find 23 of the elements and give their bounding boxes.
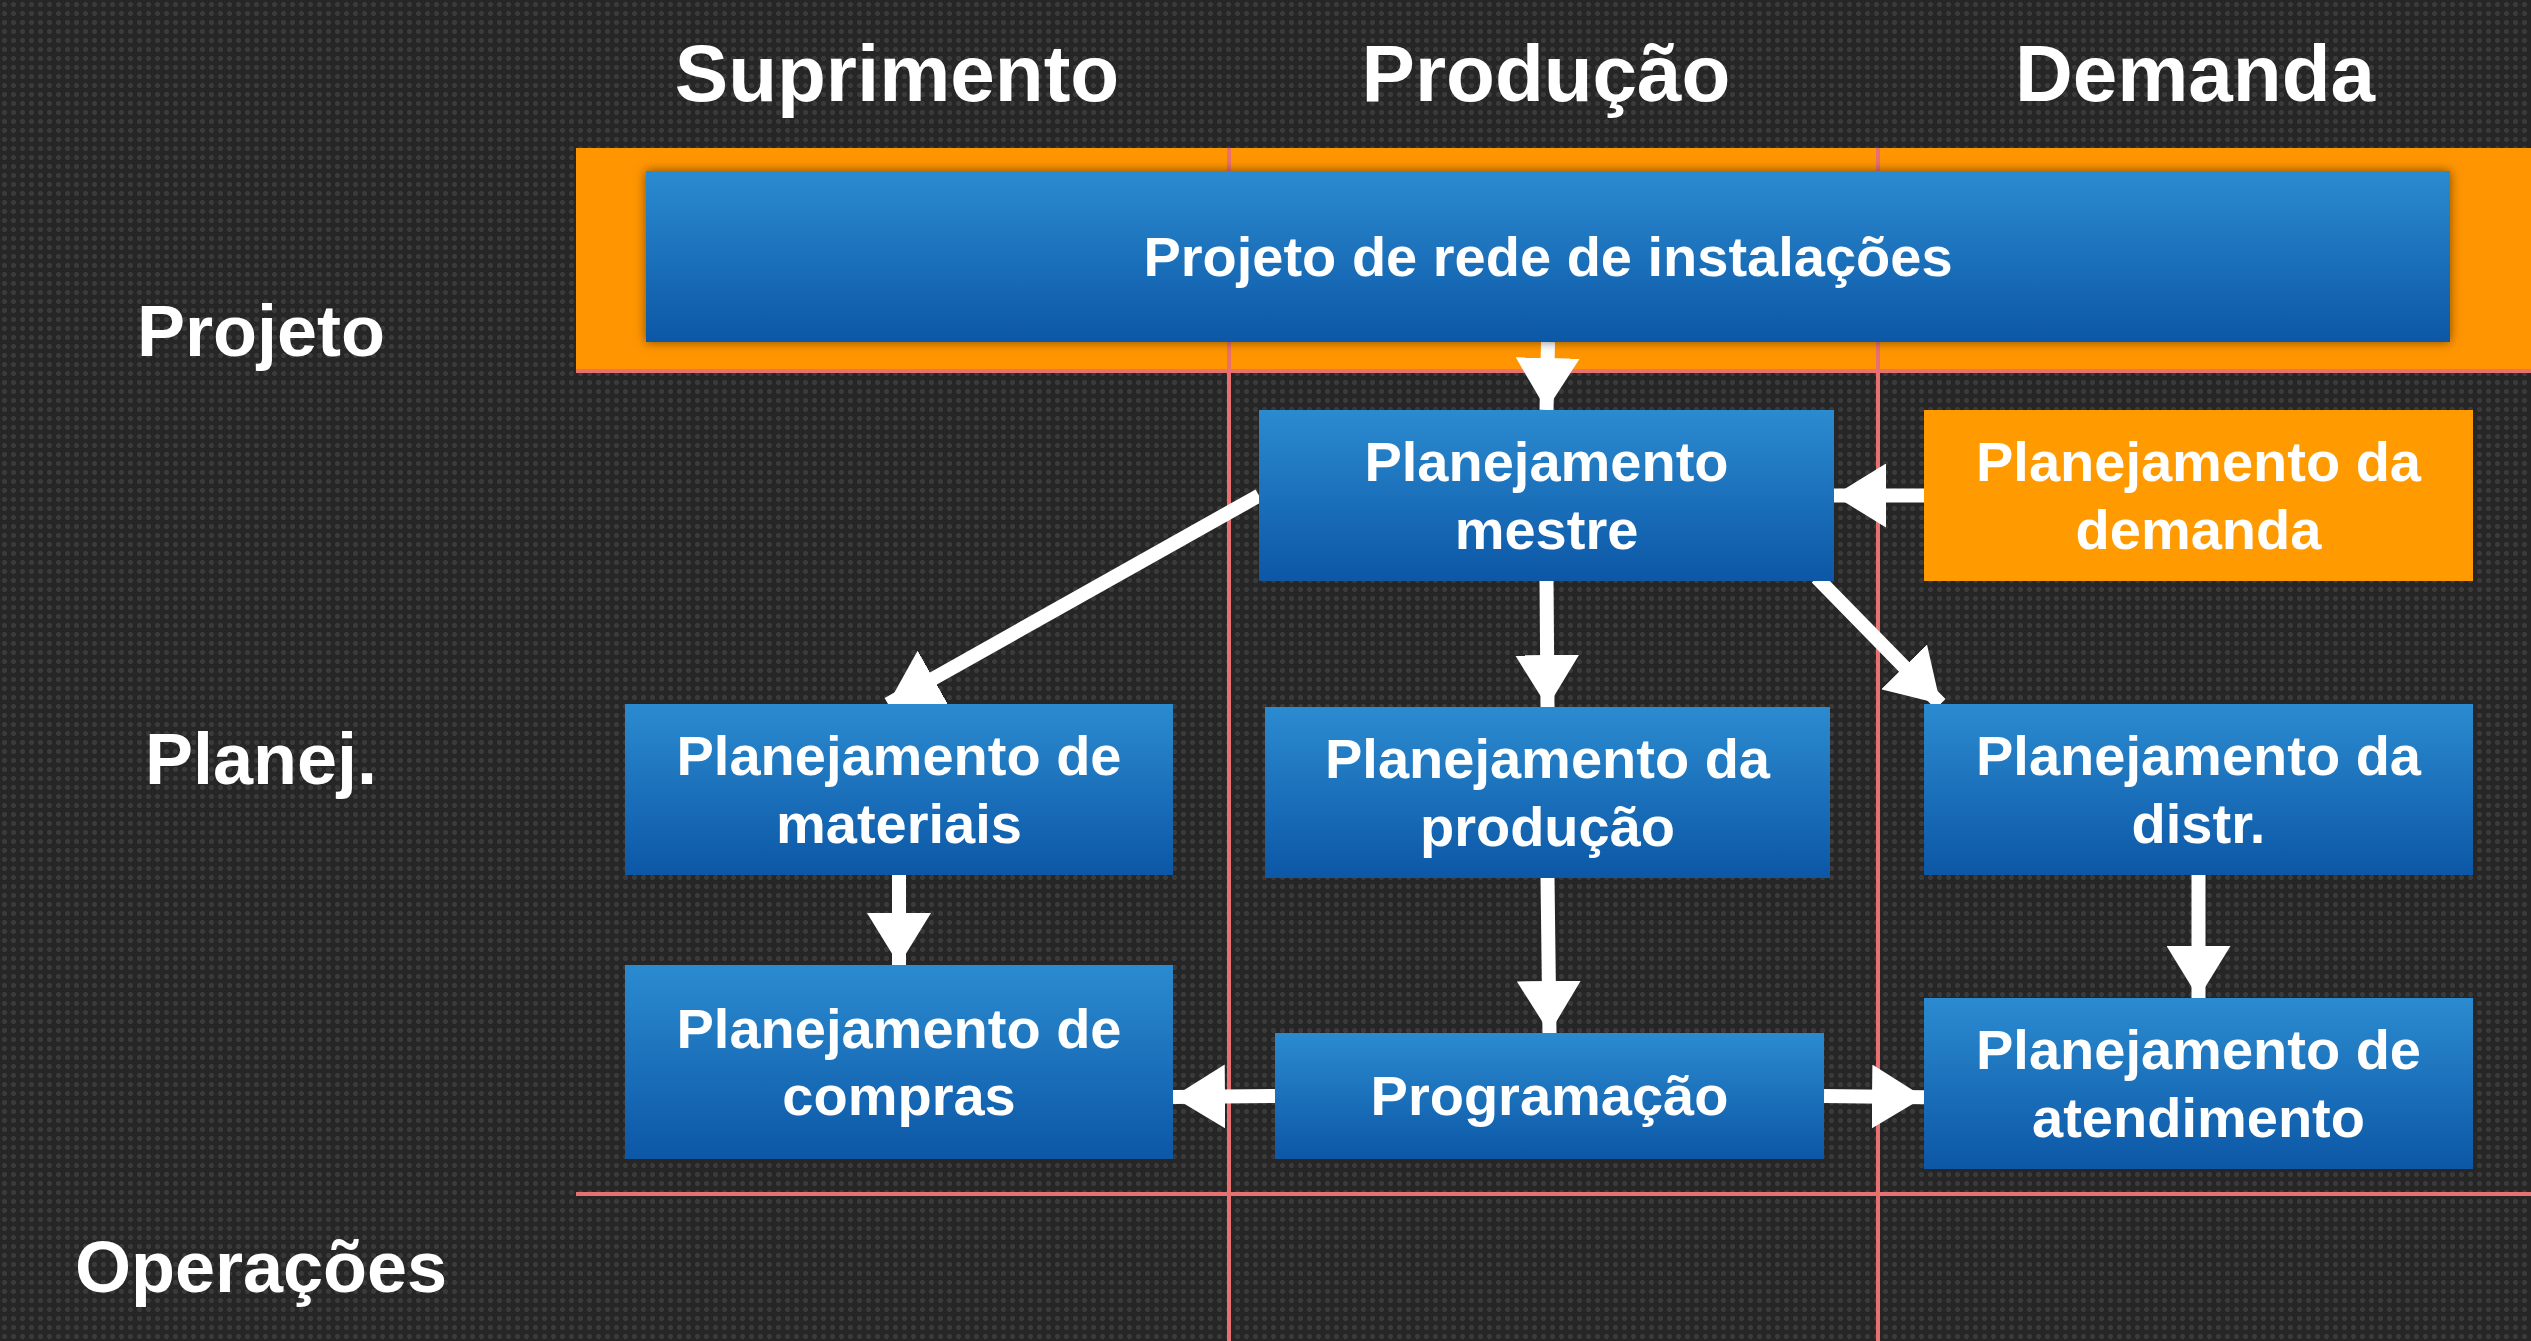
row-header: Planej. — [144, 718, 378, 800]
process-box: Planejamento da distr. — [1924, 704, 2473, 875]
process-box: Programação — [1275, 1033, 1824, 1159]
column-header: Suprimento — [674, 28, 1120, 120]
process-box: Planejamento da produção — [1265, 707, 1830, 878]
row-header: Projeto — [137, 290, 385, 372]
process-box: Planejamento da demanda — [1924, 410, 2473, 581]
row-header: Operações — [74, 1226, 448, 1308]
process-box: Planejamento mestre — [1259, 410, 1834, 581]
arrow — [1516, 877, 1581, 1034]
arrow — [2166, 875, 2231, 998]
arrow — [1823, 1064, 1925, 1129]
process-box: Planejamento de atendimento — [1924, 998, 2473, 1169]
design-box: Projeto de rede de instalações — [646, 171, 2450, 342]
column-header: Demanda — [2014, 28, 2376, 120]
column-header: Produção — [1361, 28, 1731, 120]
process-box: Planejamento de materiais — [625, 704, 1173, 875]
arrow — [1515, 341, 1580, 411]
arrow — [1172, 1064, 1276, 1129]
arrow — [1515, 580, 1580, 708]
arrow — [1834, 463, 1924, 528]
arrow — [867, 875, 931, 965]
process-box: Planejamento de compras — [625, 965, 1173, 1159]
